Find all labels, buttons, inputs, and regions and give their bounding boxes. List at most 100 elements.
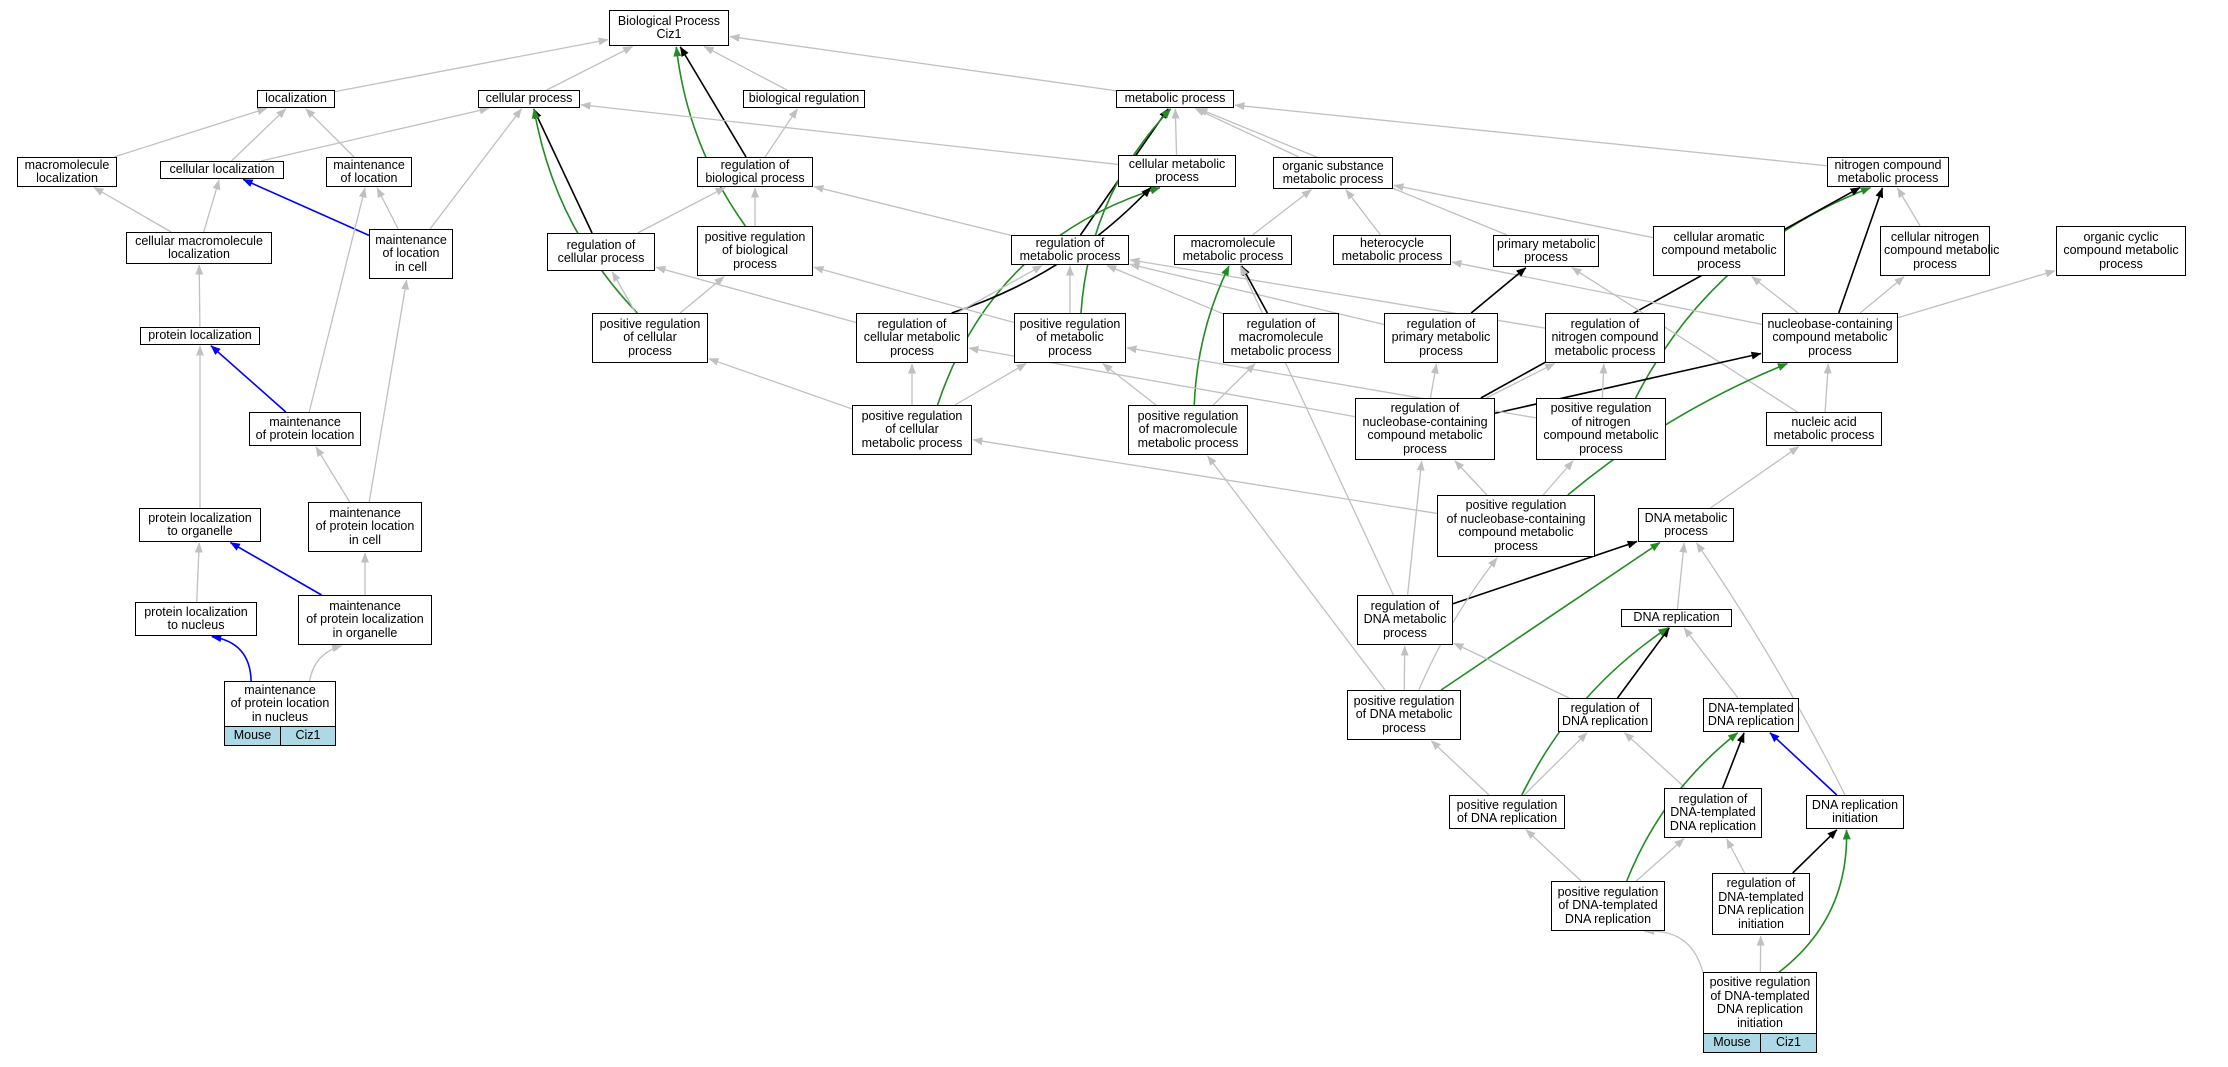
go-term-label-line: cellular localization xyxy=(169,162,275,177)
go-term-label-line: Biological Process xyxy=(617,13,721,28)
is-a-edge xyxy=(1486,362,1556,399)
is-a-edge xyxy=(708,358,853,410)
go-term-protloc[interactable]: protein localization xyxy=(140,327,260,345)
go-term-label-line: compound metabolic xyxy=(2063,243,2179,258)
go-term-cellloc[interactable]: cellular localization xyxy=(160,161,284,179)
is-a-edge xyxy=(1102,363,1157,406)
part-of-edge xyxy=(1769,732,1838,796)
go-term-label-line: biological process xyxy=(705,171,805,185)
go-term-label-line: DNA metabolic xyxy=(1363,612,1447,627)
regulates-edge xyxy=(1452,540,1638,605)
is-a-edge xyxy=(703,45,788,91)
is-a-edge xyxy=(308,187,367,413)
is-a-edge xyxy=(305,108,355,158)
go-term-label-line: of biological xyxy=(721,243,788,258)
go-term-label-line: macromolecule xyxy=(24,157,110,172)
go-term-label-line: initiation xyxy=(1832,811,1878,825)
go-term-label-line: regulation of xyxy=(566,237,636,252)
is-a-edge xyxy=(1644,926,1704,973)
go-term-label-line: maintenance xyxy=(333,157,405,172)
go-term-cellproc[interactable]: cellular process xyxy=(478,90,580,108)
species-tag: Mouse xyxy=(1703,1033,1761,1053)
go-term-label-line: DNA-templated xyxy=(1670,805,1756,820)
is-a-edge xyxy=(1542,460,1574,496)
go-term-dnarep[interactable]: DNA replication xyxy=(1621,609,1732,627)
go-term-label-line: process xyxy=(1697,256,1741,271)
is-a-edge xyxy=(1106,264,1224,315)
is-a-edge xyxy=(1751,276,1799,314)
go-term-label-line: DNA replication xyxy=(1717,903,1805,917)
regulates-edge xyxy=(1240,265,1269,314)
regulates-edge xyxy=(1721,732,1745,789)
is-a-edge xyxy=(1726,838,1746,874)
go-term-loc[interactable]: localization xyxy=(257,90,335,108)
go-term-label-line: of macromolecule xyxy=(1138,422,1238,437)
is-a-edge xyxy=(194,542,203,603)
go-term-metab[interactable]: metabolic process xyxy=(1116,90,1234,108)
positively-regulates-edge xyxy=(1778,829,1851,973)
go-term-bioreg[interactable]: biological regulation xyxy=(743,90,865,108)
is-a-edge xyxy=(611,271,637,314)
go-term-label-line: biological regulation xyxy=(748,91,860,106)
go-term-label-line: regulation of xyxy=(1035,235,1105,250)
go-term-label-line: localization xyxy=(36,171,98,185)
go-term-label-line: maintenance xyxy=(329,505,401,520)
regulates-edge xyxy=(1616,627,1670,699)
is-a-edge xyxy=(230,108,287,162)
go-term-label-line: metabolic process xyxy=(1124,91,1226,106)
go-term-label-line: nitrogen compound xyxy=(1834,157,1942,172)
go-term-label-line: process xyxy=(890,343,934,358)
go-term-label-line: metabolic process xyxy=(1182,249,1284,263)
is-a-edge xyxy=(1523,732,1588,796)
